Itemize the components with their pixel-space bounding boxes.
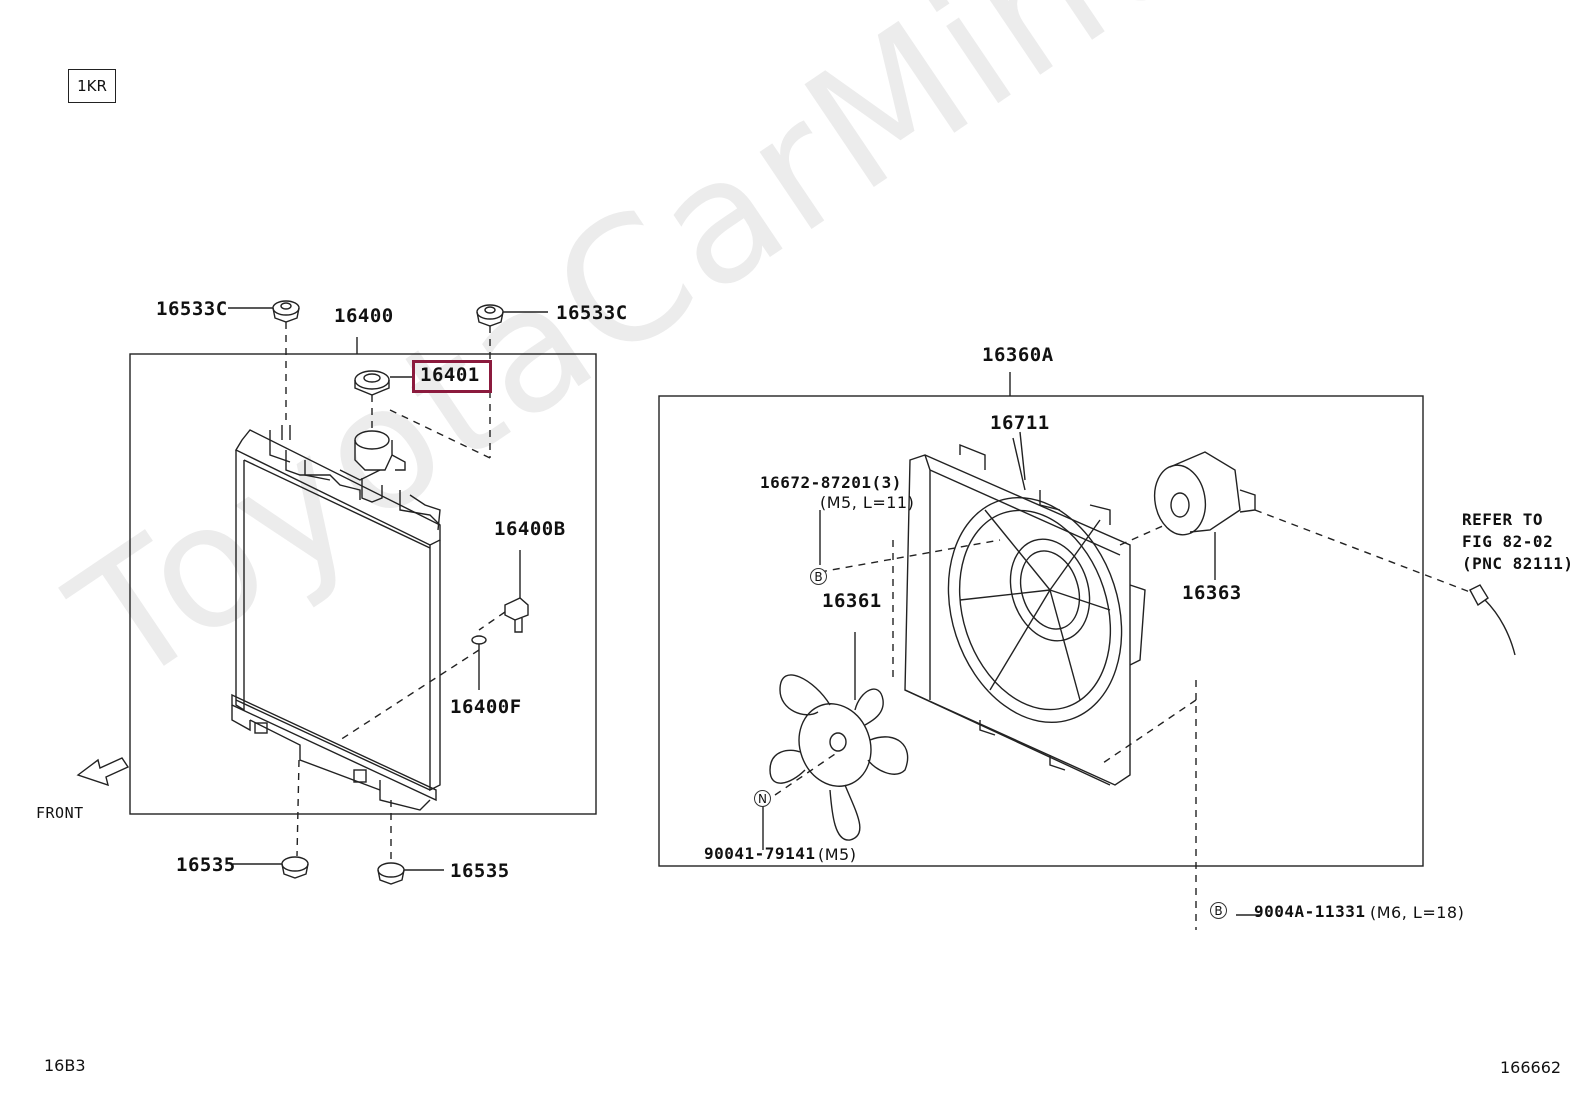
label-16361[interactable]: 16361 <box>822 590 882 612</box>
callout-n-nut: N <box>754 790 771 807</box>
label-16400b[interactable]: 16400B <box>494 518 566 540</box>
cushion-top-left <box>272 300 300 323</box>
radiator-group-frame <box>129 353 597 815</box>
cushion-bottom-right <box>377 862 405 885</box>
label-16363[interactable]: 16363 <box>1182 582 1242 604</box>
callout-b-screw: B <box>810 568 827 585</box>
front-label: FRONT <box>36 804 84 822</box>
label-nut-spec: (M5) <box>818 845 857 864</box>
refer-line-2[interactable]: FIG 82-02 <box>1462 532 1554 551</box>
radiator-cap <box>354 370 390 396</box>
fan-motor <box>1153 451 1256 580</box>
footer-right-code: 166662 <box>1500 1058 1562 1077</box>
drain-gasket <box>471 635 487 690</box>
callout-b-bolt: B <box>1210 902 1227 919</box>
selected-part-highlight <box>412 360 492 393</box>
label-16535-left[interactable]: 16535 <box>176 854 236 876</box>
fan-shroud <box>904 443 1146 786</box>
label-90041-79141[interactable]: 90041-79141 <box>704 844 816 863</box>
label-16401[interactable]: 16401 <box>420 364 480 386</box>
label-9004a-11331[interactable]: 9004A-11331 <box>1254 902 1366 921</box>
footer-left-code: 16B3 <box>44 1056 86 1075</box>
radiator-core <box>231 425 441 811</box>
label-16400f[interactable]: 16400F <box>450 696 522 718</box>
engine-code-box: 1KR <box>68 69 116 103</box>
refer-line-3: (PNC 82111) <box>1462 554 1574 573</box>
label-16535-right[interactable]: 16535 <box>450 860 510 882</box>
refer-line-1: REFER TO <box>1462 510 1544 529</box>
label-16400[interactable]: 16400 <box>334 305 394 327</box>
fan-group-frame <box>658 395 1424 867</box>
label-screw-spec: (M5, L=11) <box>820 493 915 512</box>
label-bolt-spec: (M6, L=18) <box>1370 903 1465 922</box>
cooling-fan <box>769 632 909 841</box>
label-16533c-left[interactable]: 16533C <box>156 298 228 320</box>
cushion-bottom-left <box>281 856 309 879</box>
front-arrow <box>76 757 130 787</box>
label-16711[interactable]: 16711 <box>990 412 1050 434</box>
cushion-top-right <box>476 304 504 327</box>
label-16360a[interactable]: 16360A <box>982 344 1054 366</box>
drain-cock <box>504 550 529 633</box>
connector <box>1469 584 1516 656</box>
label-16672-87201[interactable]: 16672-87201(3) <box>760 473 902 492</box>
label-16533c-right[interactable]: 16533C <box>556 302 628 324</box>
